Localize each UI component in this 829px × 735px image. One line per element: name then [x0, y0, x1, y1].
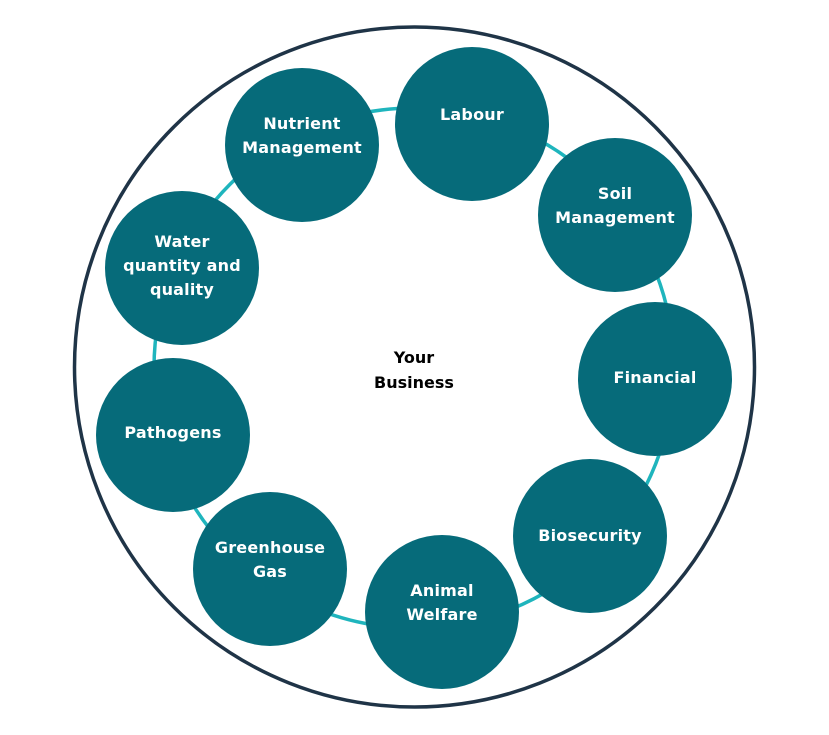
node-pathogens: Pathogens [96, 358, 250, 512]
node-label: Water quantity and quality [123, 232, 241, 299]
node-label: Soil Management [555, 184, 675, 227]
node-animal-welfare: Animal Welfare [365, 535, 519, 689]
node-water-quantity-and-quality: Water quantity and quality [105, 191, 259, 345]
node-label: Nutrient Management [242, 114, 362, 157]
outer-boundary-circle [72, 25, 757, 709]
node-label: Financial [613, 368, 697, 387]
node-label: Animal Welfare [406, 581, 478, 624]
node-labour: Labour [395, 47, 549, 201]
center-label: Your Business [374, 348, 454, 392]
node-biosecurity: Biosecurity [513, 459, 667, 613]
node-financial: Financial [578, 302, 732, 456]
node-soil-management: Soil Management [538, 138, 692, 292]
node-label: Greenhouse Gas [214, 538, 326, 581]
node-nutrient-management: Nutrient Management [225, 68, 379, 222]
node-greenhouse-gas: Greenhouse Gas [193, 492, 347, 646]
node-label: Biosecurity [538, 526, 642, 545]
node-label: Pathogens [124, 423, 222, 442]
node-label: Labour [440, 105, 504, 124]
